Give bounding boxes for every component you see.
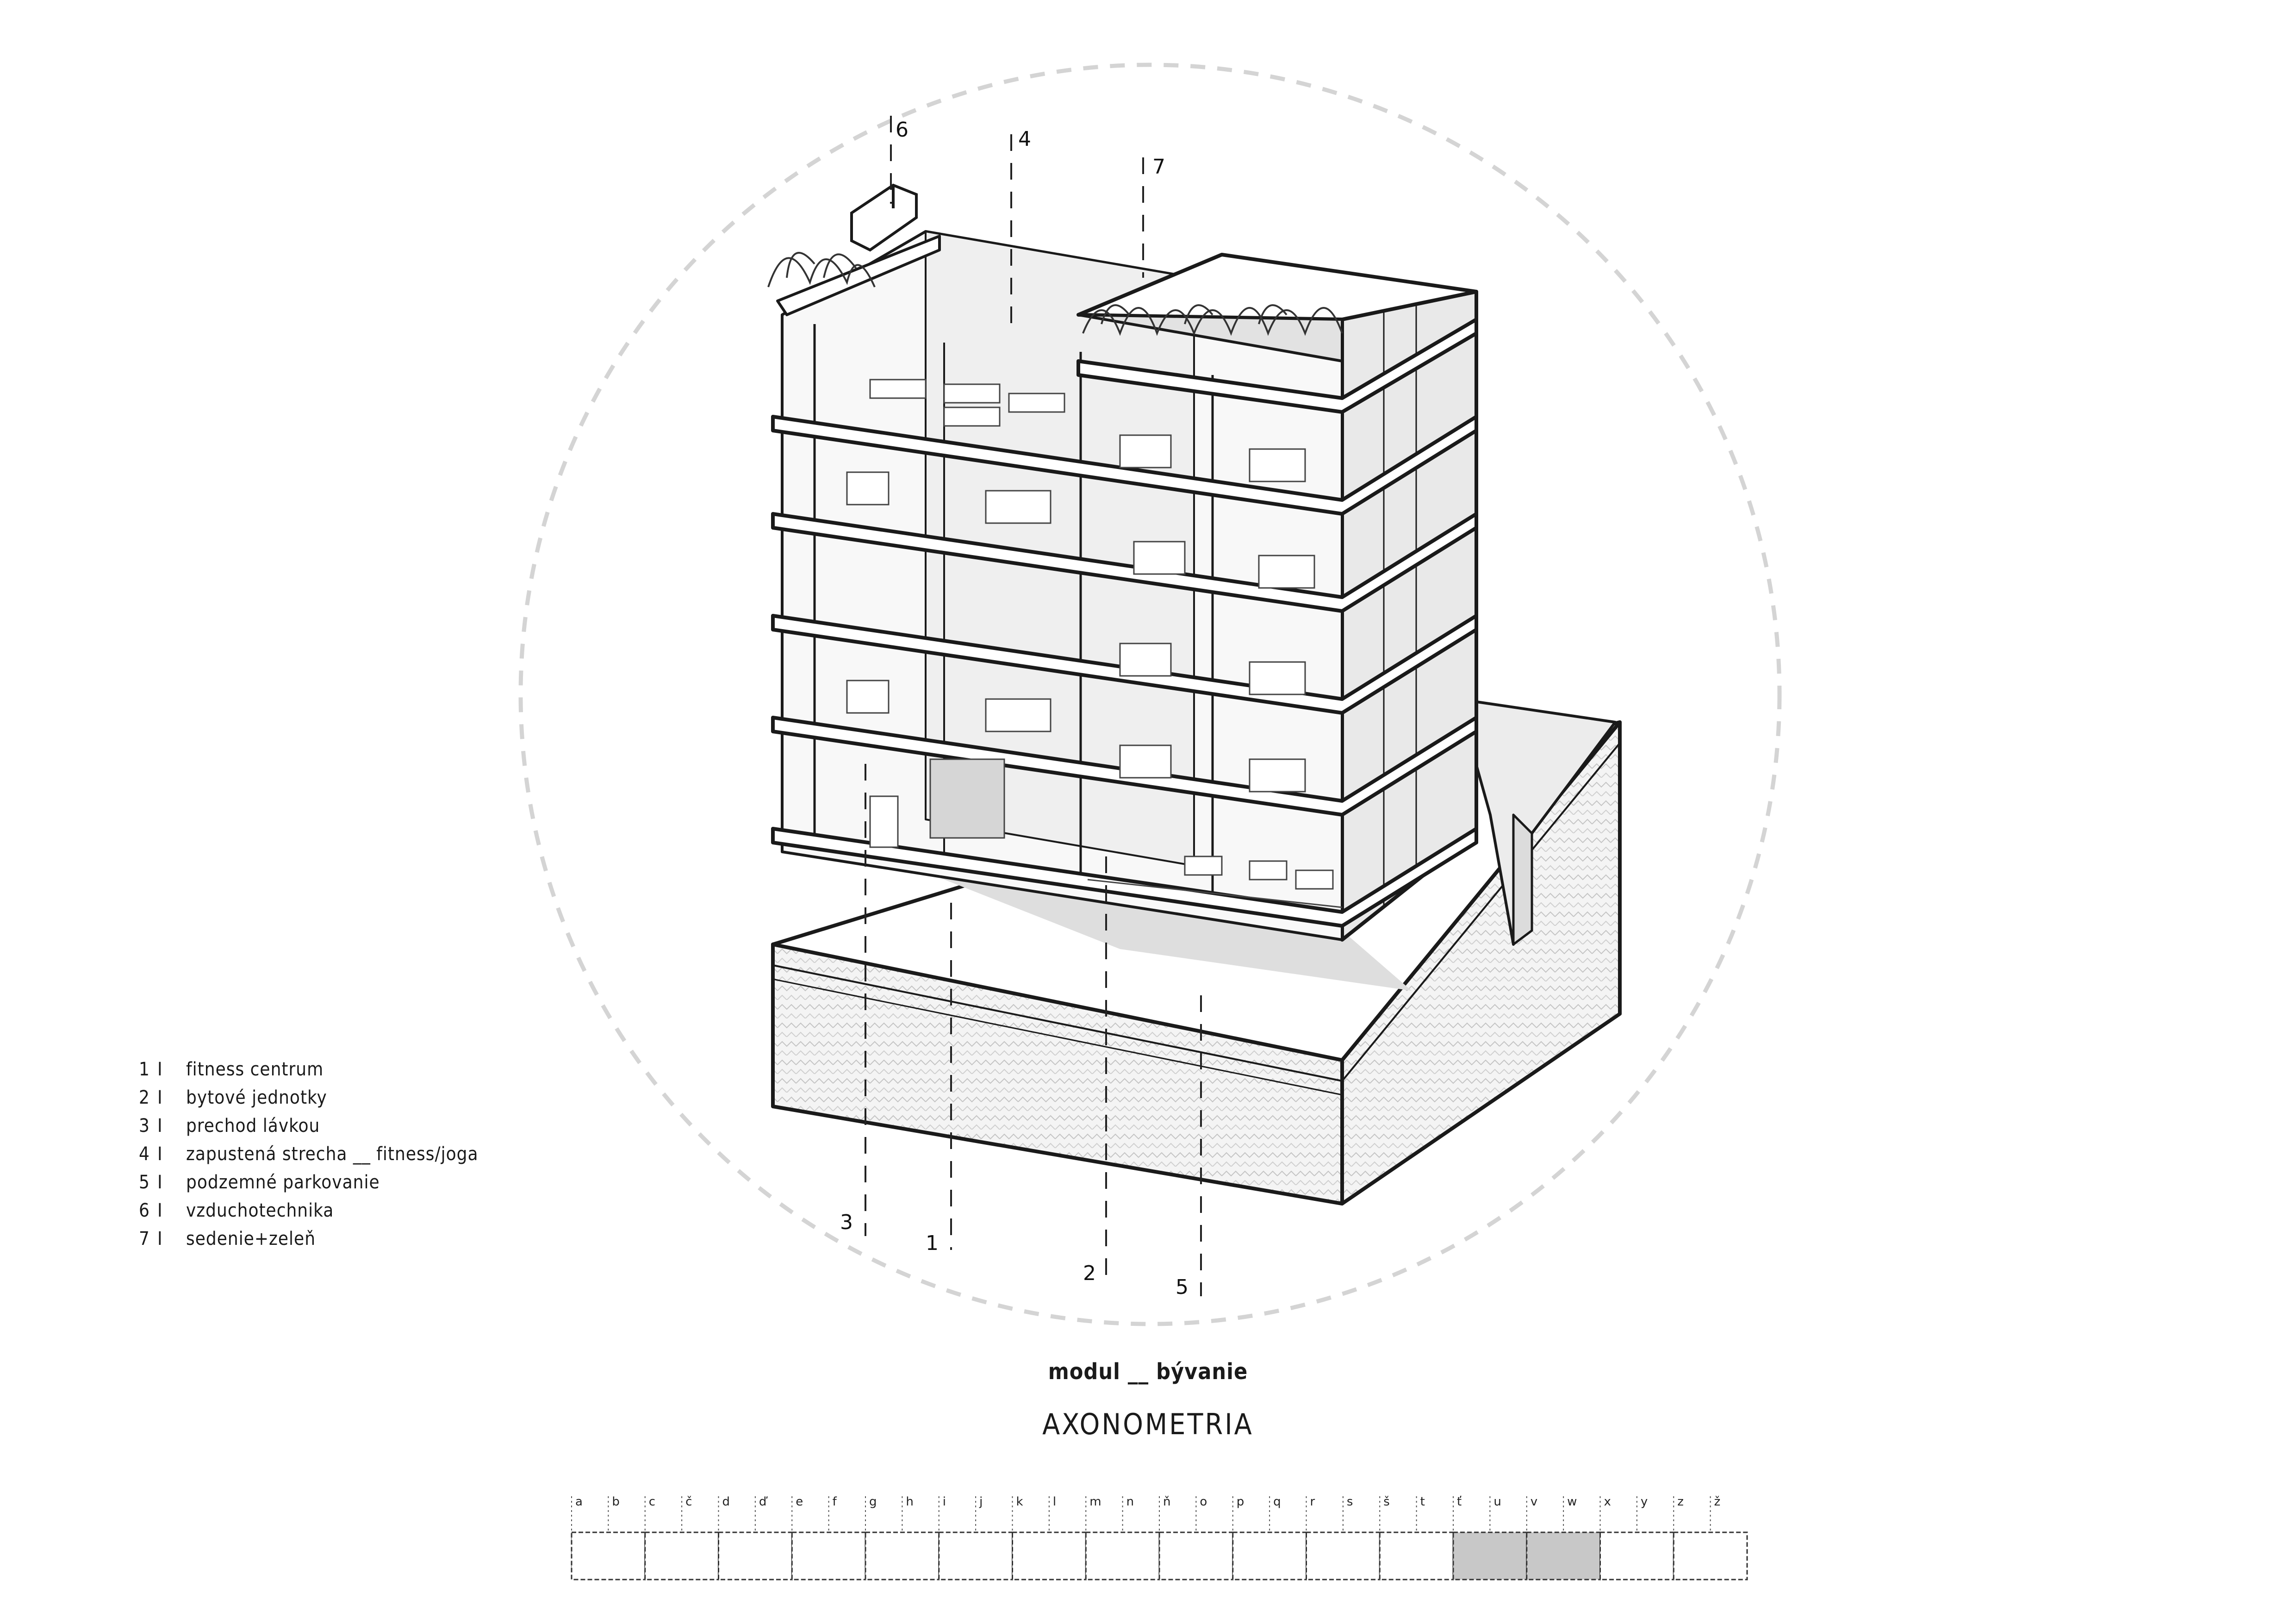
strip-label-z: z xyxy=(1677,1495,1684,1509)
callout-2: 2 xyxy=(1083,1262,1096,1285)
strip-cell xyxy=(1306,1531,1381,1580)
strip-cell xyxy=(1379,1531,1454,1580)
strip-label-u: u xyxy=(1493,1495,1501,1509)
strip-label-n: n xyxy=(1126,1495,1134,1509)
strip-cell xyxy=(1012,1531,1087,1580)
strip-label-k: k xyxy=(1016,1495,1023,1509)
floor-slabs xyxy=(771,318,1478,928)
roof-greenery xyxy=(767,252,1343,336)
dashed-circle xyxy=(518,62,1782,1326)
module-subtitle: modul __ bývanie xyxy=(1048,1359,1248,1385)
strip-label-q: q xyxy=(1273,1495,1281,1509)
strip-label-r: r xyxy=(1310,1495,1315,1509)
strip-cell xyxy=(1232,1531,1307,1580)
strip-label-v: v xyxy=(1531,1495,1537,1509)
leader-lines xyxy=(865,116,1202,1296)
strip-cell xyxy=(718,1531,793,1580)
callout-numbers: 6 4 7 3 1 2 5 xyxy=(840,118,1188,1299)
strip-label-ď: ď xyxy=(759,1495,768,1509)
strip-label-a: a xyxy=(575,1495,583,1509)
interior-furniture xyxy=(846,379,1343,908)
hvac-unit xyxy=(850,183,918,252)
strip-label-w: w xyxy=(1567,1495,1577,1509)
strip-label-e: e xyxy=(796,1495,803,1509)
strip-cell xyxy=(644,1531,719,1580)
strip-label-l: l xyxy=(1053,1495,1056,1509)
strip-cell xyxy=(1599,1531,1674,1580)
strip-label-x: x xyxy=(1604,1495,1611,1509)
strip-cell-highlighted xyxy=(1526,1531,1601,1580)
callout-5: 5 xyxy=(1176,1275,1188,1299)
strip-label-c: c xyxy=(649,1495,655,1509)
strip-cell-highlighted xyxy=(1452,1531,1528,1580)
strip-label-ť: ť xyxy=(1457,1495,1462,1509)
strip-cell xyxy=(938,1531,1013,1580)
strip-label-ž: ž xyxy=(1714,1495,1721,1509)
callout-4: 4 xyxy=(1018,127,1031,151)
strip-label-y: y xyxy=(1641,1495,1648,1509)
strip-label-i: i xyxy=(943,1495,946,1509)
strip-label-č: č xyxy=(685,1495,692,1509)
strip-label-p: p xyxy=(1237,1495,1244,1509)
strip-label-f: f xyxy=(833,1495,837,1509)
strip-cell xyxy=(1085,1531,1160,1580)
callout-6: 6 xyxy=(896,118,908,142)
strip-cell xyxy=(865,1531,940,1580)
strip-label-o: o xyxy=(1200,1495,1207,1509)
strip-label-g: g xyxy=(869,1495,877,1509)
strip-label-š: š xyxy=(1383,1495,1390,1509)
callout-3: 3 xyxy=(840,1211,853,1234)
drawing-title: AXONOMETRIA xyxy=(1042,1407,1254,1441)
strip-cell xyxy=(1673,1531,1748,1580)
strip-label-h: h xyxy=(906,1495,913,1509)
strip-label-s: s xyxy=(1347,1495,1353,1509)
strip-label-m: m xyxy=(1089,1495,1101,1509)
strip-cell xyxy=(791,1531,866,1580)
strip-label-t: t xyxy=(1420,1495,1425,1509)
strip-cell xyxy=(1158,1531,1234,1580)
strip-cell xyxy=(571,1531,646,1580)
strip-label-b: b xyxy=(612,1495,620,1509)
strip-label-j: j xyxy=(979,1495,983,1509)
strip-label-ň: ň xyxy=(1163,1495,1170,1509)
callout-7: 7 xyxy=(1152,155,1165,179)
strip-label-d: d xyxy=(722,1495,730,1509)
callout-1: 1 xyxy=(926,1231,939,1255)
